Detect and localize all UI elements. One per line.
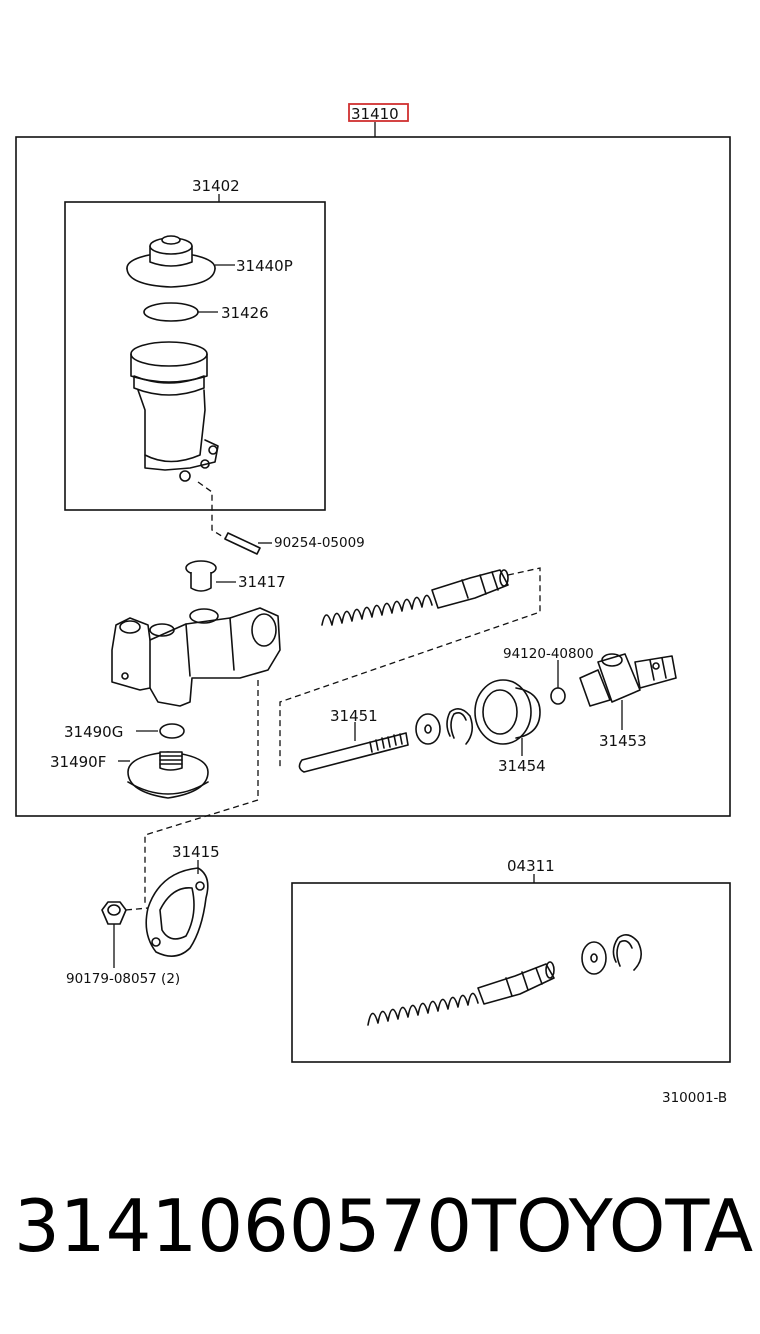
clip-pin-part [550,687,566,705]
clip-pin-label[interactable]: 94120-40800 [503,646,594,662]
repair-kit-washer-part [581,941,607,975]
repair-kit-snap-ring-part [612,934,642,971]
reservoir-group-label[interactable]: 31402 [192,177,240,195]
flange-gasket-part [145,867,209,957]
push-rod-part [298,732,409,773]
piston-spring-part [321,569,509,626]
clevis-part [579,653,677,707]
push-rod-label[interactable]: 31451 [330,707,378,725]
reservoir-cap-part [126,235,216,288]
clevis-label[interactable]: 31453 [599,732,647,750]
part-number: 3141060570 [14,1184,473,1268]
reservoir-group-box [64,201,326,511]
assembly-label-highlight[interactable] [348,103,409,122]
brand-name: TOYOTA [472,1184,754,1268]
washer-part [415,713,441,745]
gasket-label[interactable]: 31426 [221,304,269,322]
nut-part [101,901,127,925]
boot-label[interactable]: 31454 [498,757,546,775]
snap-ring-part [446,708,474,745]
repair-kit-box [291,882,731,1063]
reservoir-gasket-part [143,302,199,322]
figure-code: 310001-B [662,1090,727,1106]
union-bolt-part [127,751,209,799]
grommet-part [185,560,217,592]
boot-part [474,679,541,745]
repair-kit-spring-piston-part [367,961,555,1026]
grommet-label[interactable]: 31417 [238,573,286,591]
assembly-label[interactable]: 31410 [351,105,399,123]
reservoir-body-part [130,341,219,482]
pin-part [224,532,261,555]
o-ring-part [159,723,185,739]
assembly-box [15,136,731,817]
cap-label[interactable]: 31440P [236,257,293,275]
pin-label[interactable]: 90254-05009 [274,535,365,551]
flange-gasket-label[interactable]: 31415 [172,843,220,861]
union-bolt-label[interactable]: 31490F [50,753,106,771]
nut-label[interactable]: 90179-08057 (2) [66,971,180,987]
master-cylinder-body-part [111,607,281,707]
repair-kit-label[interactable]: 04311 [507,857,555,875]
o-ring-label[interactable]: 31490G [64,723,123,741]
